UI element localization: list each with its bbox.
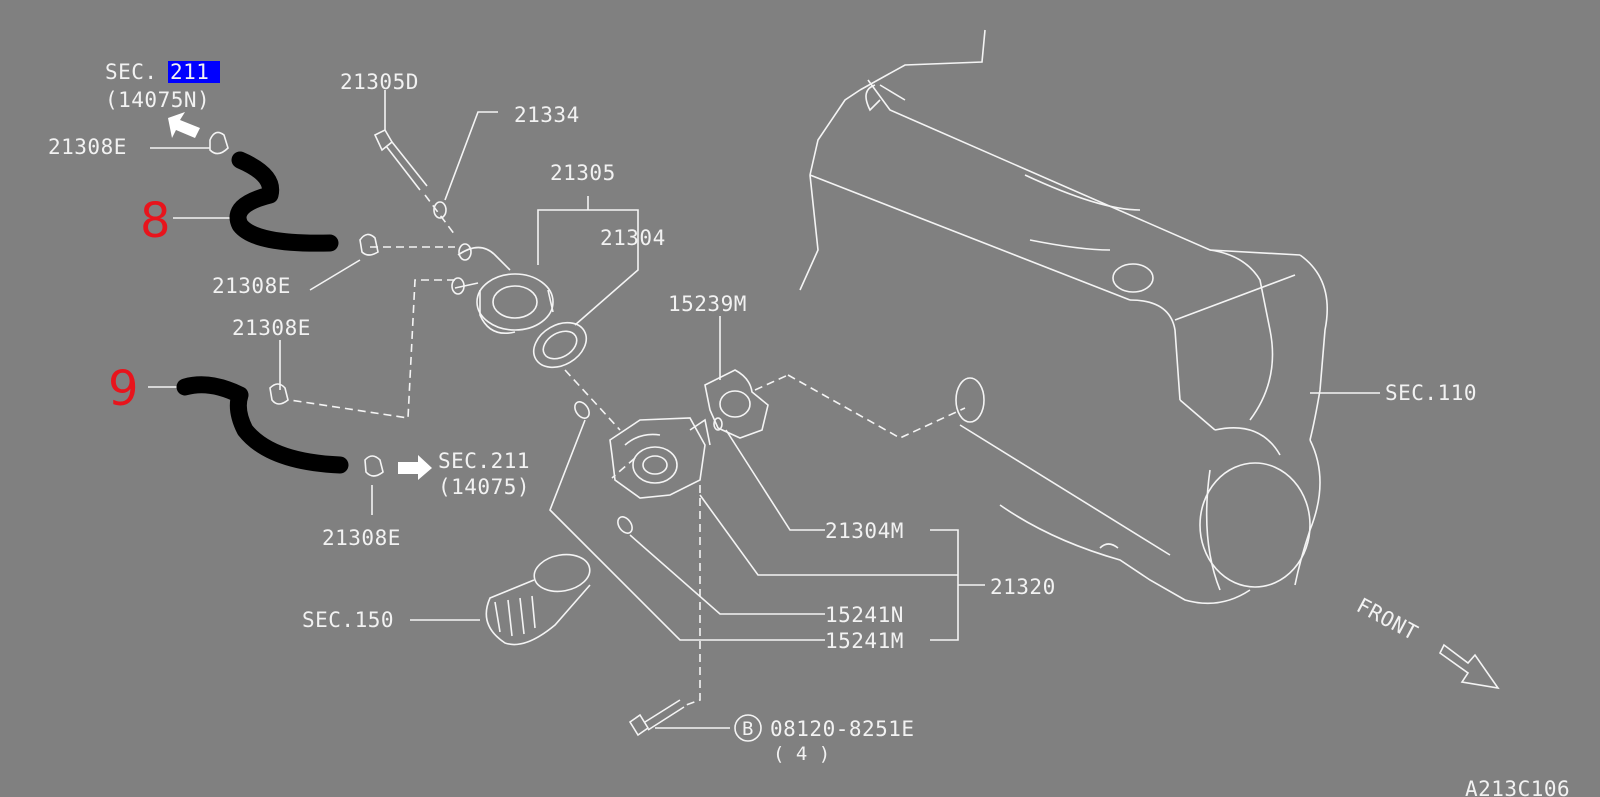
- label-21304m[interactable]: 21304M: [825, 519, 904, 543]
- gasket-21304: [532, 321, 588, 369]
- bolt-21305d: [373, 90, 428, 191]
- o-ring-21334: [433, 201, 447, 219]
- sec-211-top-sub: (14075N): [105, 88, 210, 112]
- front-arrow-icon: [1438, 643, 1500, 690]
- filter-bracket: [574, 401, 723, 534]
- bolt-b-circle: [734, 714, 762, 742]
- sec-211-top-prefix[interactable]: SEC.: [105, 60, 158, 84]
- label-21308e-4[interactable]: 21308E: [322, 526, 401, 550]
- label-21308e-2[interactable]: 21308E: [212, 274, 291, 298]
- gasket-15239m: [704, 369, 769, 439]
- oil-filter: [485, 553, 591, 646]
- oil-cooler: [451, 243, 554, 334]
- leader-21334: [444, 111, 498, 201]
- flow-arrow-up-icon: [168, 112, 200, 138]
- label-21305d[interactable]: 21305D: [340, 70, 419, 94]
- assembly-lines: [289, 194, 966, 706]
- label-sec-110[interactable]: SEC.110: [1385, 381, 1477, 405]
- label-21308e-3[interactable]: 21308E: [232, 316, 311, 340]
- label-21308e-1[interactable]: 21308E: [48, 135, 127, 159]
- label-15241m[interactable]: 15241M: [825, 629, 904, 653]
- label-15241n[interactable]: 15241N: [825, 603, 904, 627]
- label-21334[interactable]: 21334: [514, 103, 580, 127]
- drawing-id: A213C106: [1465, 777, 1570, 797]
- hose-9: [176, 376, 349, 474]
- label-21320[interactable]: 21320: [990, 575, 1056, 599]
- label-sec-211-mid-sub: (14075): [438, 475, 530, 499]
- bolt-08120: [628, 699, 685, 737]
- label-21305[interactable]: 21305: [550, 161, 616, 185]
- label-15239m[interactable]: 15239M: [668, 292, 747, 316]
- label-21304[interactable]: 21304: [600, 226, 666, 250]
- label-08120-8251e[interactable]: 08120-8251E: [770, 717, 915, 741]
- callout-8: 8: [140, 193, 171, 249]
- label-front: FRONT: [1353, 593, 1422, 645]
- block-port: [955, 377, 985, 423]
- callout-9: 9: [108, 361, 139, 417]
- hose-8: [229, 151, 339, 252]
- sec-211-highlight: [168, 61, 220, 83]
- engine-block: [799, 29, 1380, 605]
- bolt-b-letter: B: [742, 718, 753, 740]
- label-sec-211-mid[interactable]: SEC.211: [438, 449, 530, 473]
- hose-clamps: [209, 131, 384, 477]
- label-sec-150[interactable]: SEC.150: [302, 608, 394, 632]
- flow-arrow-right-icon: [398, 455, 432, 480]
- sec-211-top-link[interactable]: 211: [170, 60, 209, 84]
- gasket-15239m-hole: [719, 390, 751, 418]
- leader-lines: [148, 147, 985, 729]
- label-bolt-qty: ( 4 ): [773, 743, 830, 765]
